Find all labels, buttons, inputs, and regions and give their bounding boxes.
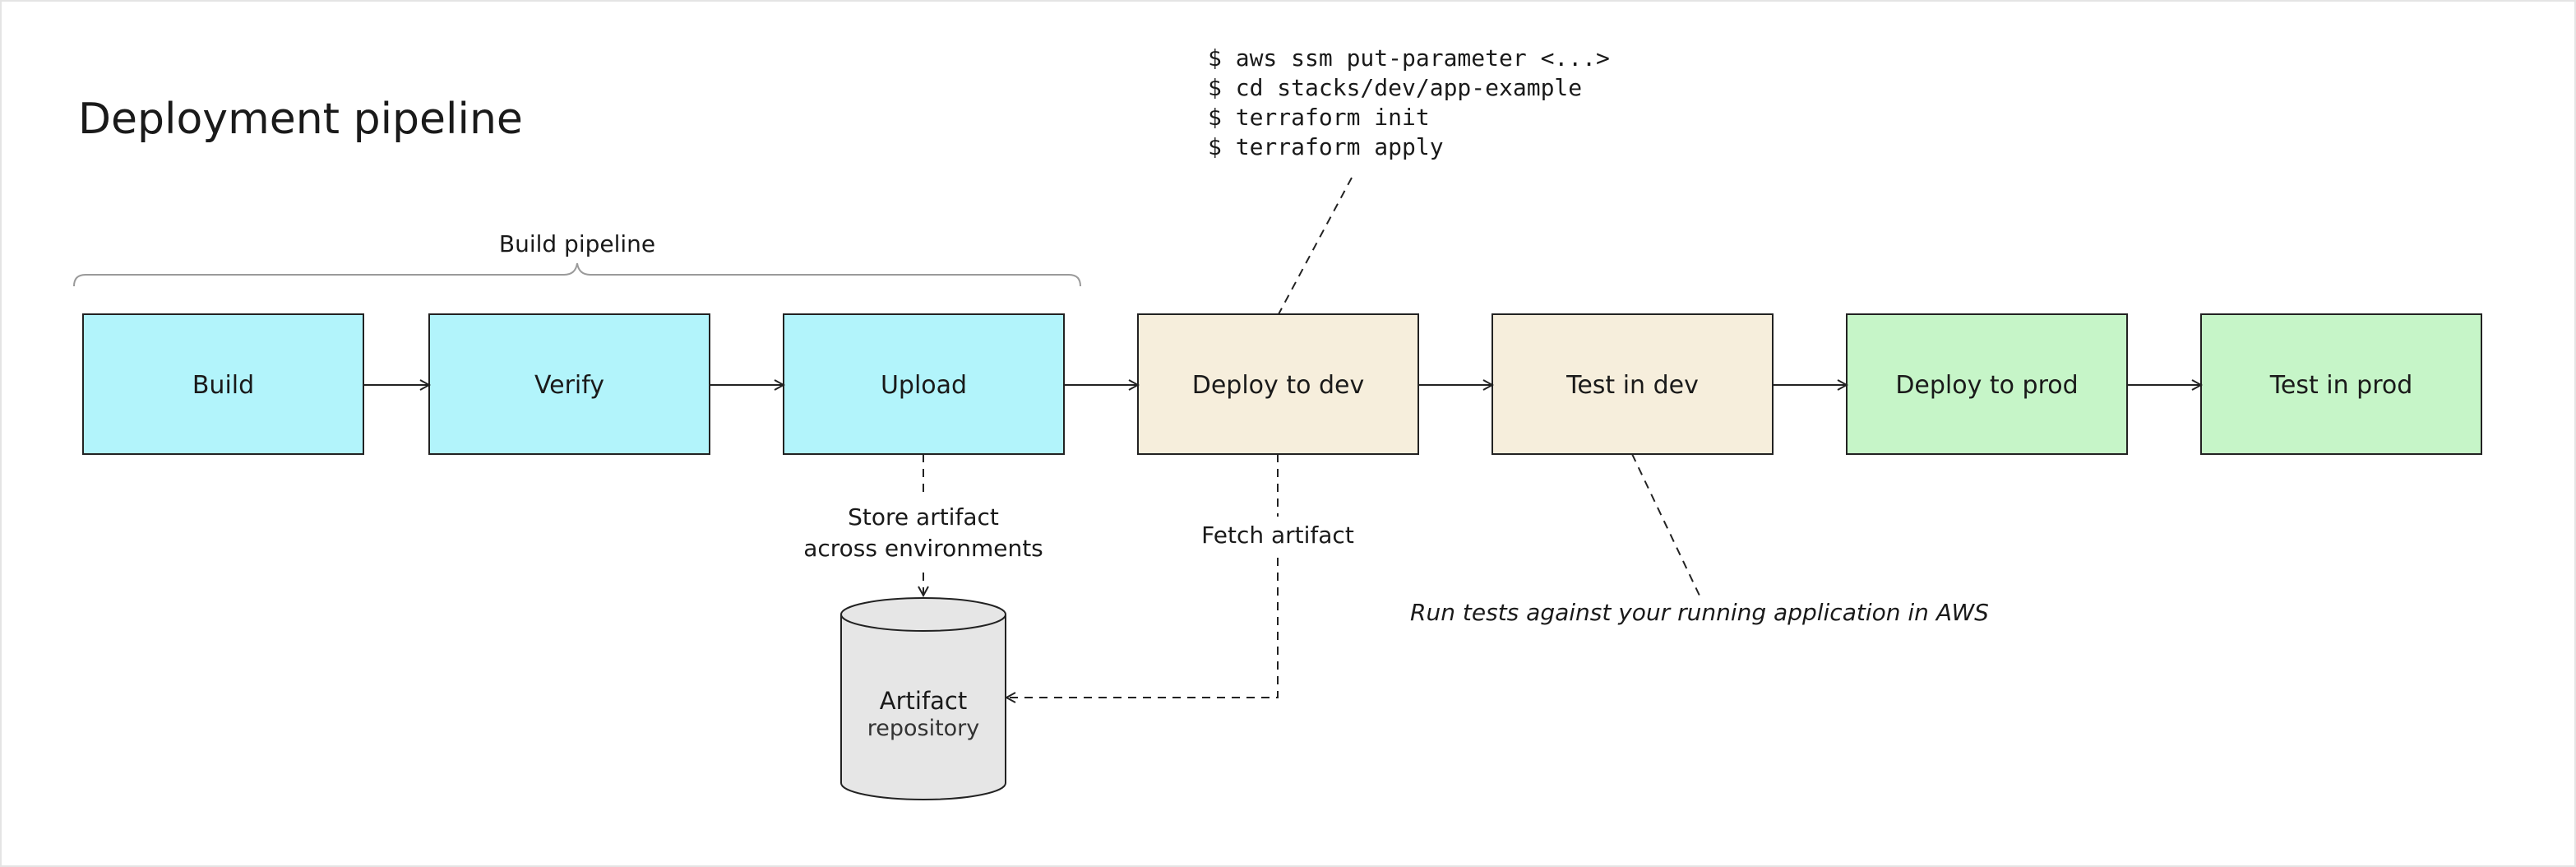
stage-verify-label: Verify (534, 371, 604, 400)
stage-test-prod-label: Test in prod (2269, 371, 2413, 400)
stage-upload: Upload (783, 313, 1065, 455)
build-pipeline-label: Build pipeline (499, 230, 655, 257)
fetch-artifact-label: Fetch artifact (1201, 522, 1354, 549)
store-artifact-label: across environments (803, 535, 1043, 562)
repository-sublabel: repository (867, 716, 980, 741)
command-line: $ cd stacks/dev/app-example (1208, 74, 1582, 101)
stage-test-dev-box (1491, 313, 1774, 455)
repository-top (840, 597, 1006, 632)
stage-build: Build (82, 313, 364, 455)
stage-test-prod: Test in prod (2200, 313, 2482, 455)
stage-upload-label: Upload (881, 371, 967, 400)
stage-build-label: Build (192, 371, 254, 400)
command-line: $ terraform init (1208, 104, 1430, 131)
artifact-repository: Artifact repository (840, 597, 1006, 800)
fetch-artifact-arrow (1006, 454, 1279, 698)
stage-test-prod-box (2200, 313, 2482, 455)
command-line: $ aws ssm put-parameter <...> (1208, 44, 1610, 72)
build-pipeline-brace (73, 262, 1081, 287)
stage-verify-box (428, 313, 710, 455)
stage-verify: Verify (428, 313, 710, 455)
stage-deploy-dev-label: Deploy to dev (1192, 371, 1365, 400)
store-artifact-label: Store artifact (848, 503, 999, 531)
page-title: Deployment pipeline (78, 95, 523, 144)
stage-deploy-prod-label: Deploy to prod (1895, 371, 2078, 400)
stage-upload-box (783, 313, 1065, 455)
repository-label: Artifact (880, 687, 967, 715)
tests-note: Run tests against your running applicati… (1410, 599, 1989, 626)
command-block: $ aws ssm put-parameter <...> $ cd stack… (1208, 44, 1610, 160)
command-line: $ terraform apply (1208, 133, 1444, 160)
stage-deploy-dev: Deploy to dev (1137, 313, 1419, 455)
command-callout-line (1278, 177, 1353, 315)
stage-test-dev: Test in dev (1491, 313, 1774, 455)
fetch-label-backdrop (1204, 517, 1352, 551)
tests-callout-line (1631, 453, 1700, 596)
store-label-backdrop (812, 498, 1035, 566)
stage-build-box (82, 313, 364, 455)
repository-body (840, 614, 1006, 800)
stage-test-dev-label: Test in dev (1565, 371, 1699, 400)
stage-deploy-dev-box (1137, 313, 1419, 455)
stage-deploy-prod-box (1846, 313, 2128, 455)
stage-deploy-prod: Deploy to prod (1846, 313, 2128, 455)
